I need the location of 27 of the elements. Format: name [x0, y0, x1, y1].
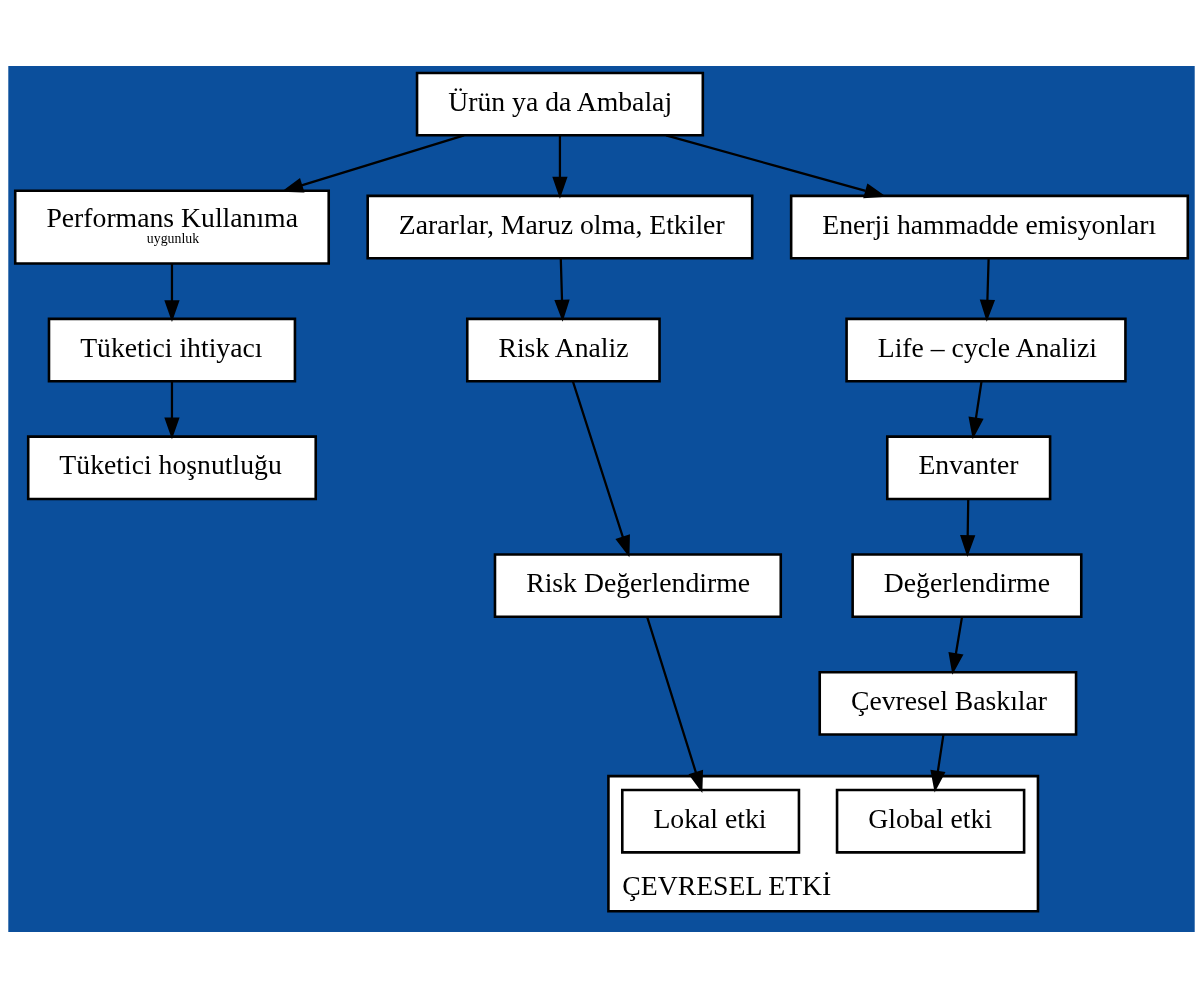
arrow: [281, 134, 465, 193]
arrow: [554, 258, 570, 322]
node-box: Çevresel Baskılar: [818, 670, 1078, 736]
arrow: [979, 258, 996, 322]
node-box: Zararlar, Maruz olma, Etkiler: [366, 194, 754, 260]
arrow: [164, 381, 180, 440]
arrow: [164, 264, 180, 322]
node-box: Risk Analiz: [465, 317, 661, 383]
arrow: [646, 616, 704, 793]
arrow: [665, 134, 887, 199]
arrow: [552, 135, 568, 199]
arrow: [968, 381, 984, 440]
node-box: Life – cycle Analizi: [845, 317, 1127, 383]
arrow: [571, 381, 630, 558]
node-box: Envanter: [886, 435, 1052, 501]
node-box: Enerji hammadde emisyonları: [789, 194, 1190, 260]
node-box: Tüketici ihtiyacı: [47, 317, 297, 383]
node-box: Performans Kullanıma uygunluk: [13, 189, 330, 265]
arrow: [960, 499, 976, 558]
arrow: [948, 617, 964, 675]
node-box: Tüketici hoşnutluğu: [26, 435, 318, 501]
node-box: Risk Değerlendirme: [493, 553, 783, 619]
node-box: Ürün ya da Ambalaj: [415, 71, 705, 137]
node-box: Lokal etki: [621, 788, 801, 854]
node-box: Global etki: [835, 788, 1026, 854]
node-box: Değerlendirme: [851, 553, 1083, 619]
arrow: [930, 734, 946, 793]
